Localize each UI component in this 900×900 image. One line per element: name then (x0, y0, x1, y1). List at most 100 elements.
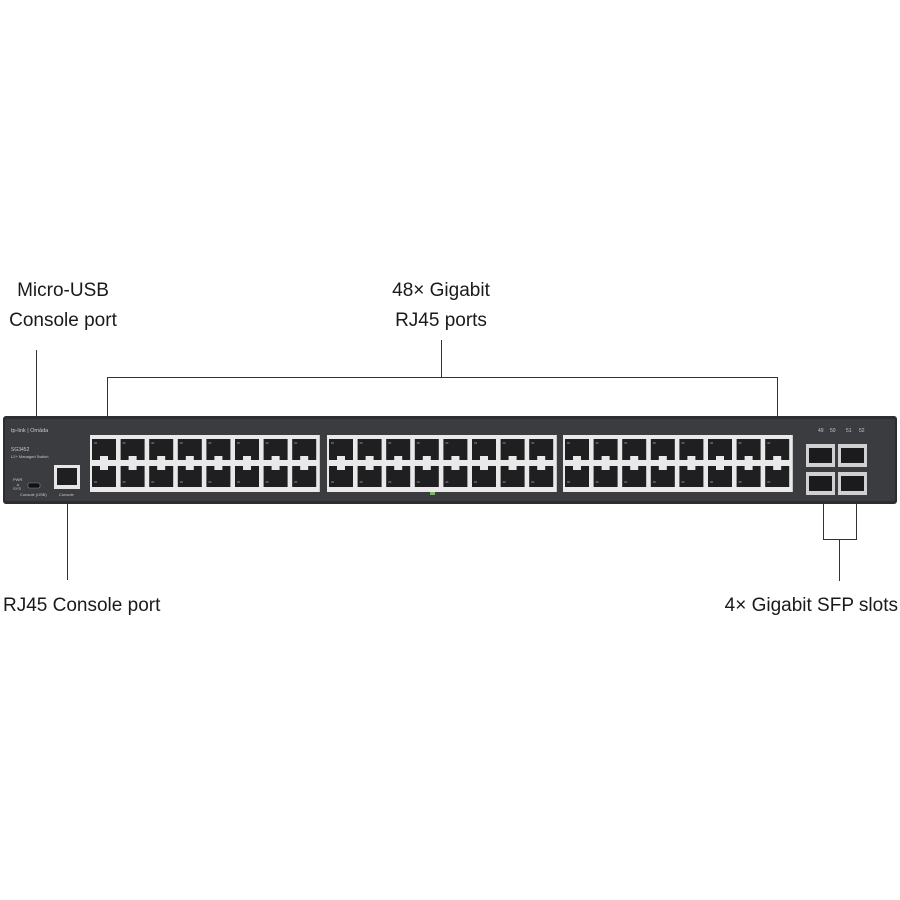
rj45-port-17[interactable] (329, 439, 353, 460)
sfp-slot-icon[interactable] (838, 472, 867, 495)
port-hole (472, 466, 496, 487)
port-hole (206, 466, 231, 487)
rj45-port-1[interactable] (92, 439, 116, 460)
rj45-port-42[interactable] (679, 466, 704, 487)
sfp-slot-opening (809, 476, 832, 491)
port-latch (365, 456, 374, 460)
sfp-label-52: 52 (859, 428, 865, 434)
rj45-port-38[interactable] (622, 466, 647, 487)
rj45-port-15[interactable] (292, 439, 317, 460)
rj45-port-48[interactable] (765, 466, 790, 487)
rj45-port-34[interactable] (565, 466, 589, 487)
port-latch (300, 456, 309, 460)
micro-usb-port-icon[interactable] (27, 482, 41, 489)
rj45-port-16[interactable] (292, 466, 317, 487)
rj45-port-6[interactable] (149, 466, 174, 487)
rj45-port-2[interactable] (92, 466, 116, 487)
callout-micro-usb-line2: Console port (9, 310, 117, 331)
rj45-port-21[interactable] (386, 439, 411, 460)
port-led (595, 442, 599, 444)
port-latch (687, 456, 696, 460)
port-hole (679, 439, 704, 460)
callout-rj45-ports-line1: 48× Gigabit (392, 280, 490, 301)
rj45-port-35[interactable] (593, 439, 618, 460)
rj45-port-33[interactable] (565, 439, 589, 460)
rj45-port-13[interactable] (263, 439, 288, 460)
rj45-port-32[interactable] (529, 466, 554, 487)
rj45-port-22[interactable] (386, 466, 411, 487)
rj45-port-31[interactable] (529, 439, 554, 460)
rj45-port-47[interactable] (765, 439, 790, 460)
rj45-port-43[interactable] (708, 439, 732, 460)
rj45-port-19[interactable] (357, 439, 382, 460)
rj45-port-37[interactable] (622, 439, 647, 460)
model-label: SG3452 (11, 447, 30, 453)
rj45-port-4[interactable] (120, 466, 145, 487)
port-led (595, 481, 599, 483)
rj45-port-23[interactable] (414, 439, 439, 460)
port-hole (736, 466, 761, 487)
rj45-port-41[interactable] (679, 439, 704, 460)
port-latch (185, 466, 194, 470)
rj45-port-26[interactable] (443, 466, 468, 487)
rj45-port-27[interactable] (472, 439, 496, 460)
rj45-port-8[interactable] (177, 466, 202, 487)
rj45-port-44[interactable] (708, 466, 732, 487)
usb-port-label: Console (USB) (20, 492, 47, 497)
port-led (652, 442, 656, 444)
port-latch (157, 456, 166, 460)
rj45-port-14[interactable] (263, 466, 288, 487)
rj45-port-39[interactable] (650, 439, 675, 460)
port-led (331, 442, 334, 444)
port-latch (300, 466, 309, 470)
port-led (738, 442, 742, 444)
port-latch (573, 466, 581, 470)
port-hole (120, 439, 145, 460)
rj45-port-10[interactable] (206, 466, 231, 487)
rj45-port-29[interactable] (500, 439, 525, 460)
port-led (445, 481, 449, 483)
rj45-port-40[interactable] (650, 466, 675, 487)
sfp-slot-opening (841, 476, 864, 491)
port-led (294, 442, 298, 444)
port-led (710, 442, 713, 444)
port-hole (565, 466, 589, 487)
port-latch (271, 466, 280, 470)
port-led (767, 442, 771, 444)
port-hole (414, 466, 439, 487)
rj45-port-18[interactable] (329, 466, 353, 487)
port-latch (337, 466, 345, 470)
rj45-port-45[interactable] (736, 439, 761, 460)
rj45-port-20[interactable] (357, 466, 382, 487)
rj45-port-9[interactable] (206, 439, 231, 460)
callout-micro-usb: Micro-USB Console port (2, 276, 124, 336)
port-hole (177, 439, 202, 460)
port-led (208, 442, 212, 444)
rj45-port-25[interactable] (443, 439, 468, 460)
brand-label: tp-link | Omāda (11, 428, 49, 434)
rj45-port-11[interactable] (235, 439, 259, 460)
sfp-slot-icon[interactable] (838, 444, 867, 467)
rj45-port-24[interactable] (414, 466, 439, 487)
leader-rj45-left-tick (107, 377, 108, 429)
rj45-port-7[interactable] (177, 439, 202, 460)
port-hole (708, 466, 732, 487)
rj45-port-36[interactable] (593, 466, 618, 487)
rj45-port-30[interactable] (500, 466, 525, 487)
port-latch (537, 466, 546, 470)
rj45-port-5[interactable] (149, 439, 174, 460)
port-led (122, 481, 126, 483)
sfp-slot-icon[interactable] (806, 444, 835, 467)
port-led (179, 481, 183, 483)
rj45-port-icon[interactable] (57, 468, 77, 485)
port-latch (480, 456, 488, 460)
port-hole (92, 466, 116, 487)
port-led (122, 442, 126, 444)
rj45-port-12[interactable] (235, 466, 259, 487)
rj45-port-28[interactable] (472, 466, 496, 487)
rj45-port-3[interactable] (120, 439, 145, 460)
port-led (474, 481, 477, 483)
port-hole (329, 439, 353, 460)
rj45-port-46[interactable] (736, 466, 761, 487)
sfp-slot-icon[interactable] (806, 472, 835, 495)
